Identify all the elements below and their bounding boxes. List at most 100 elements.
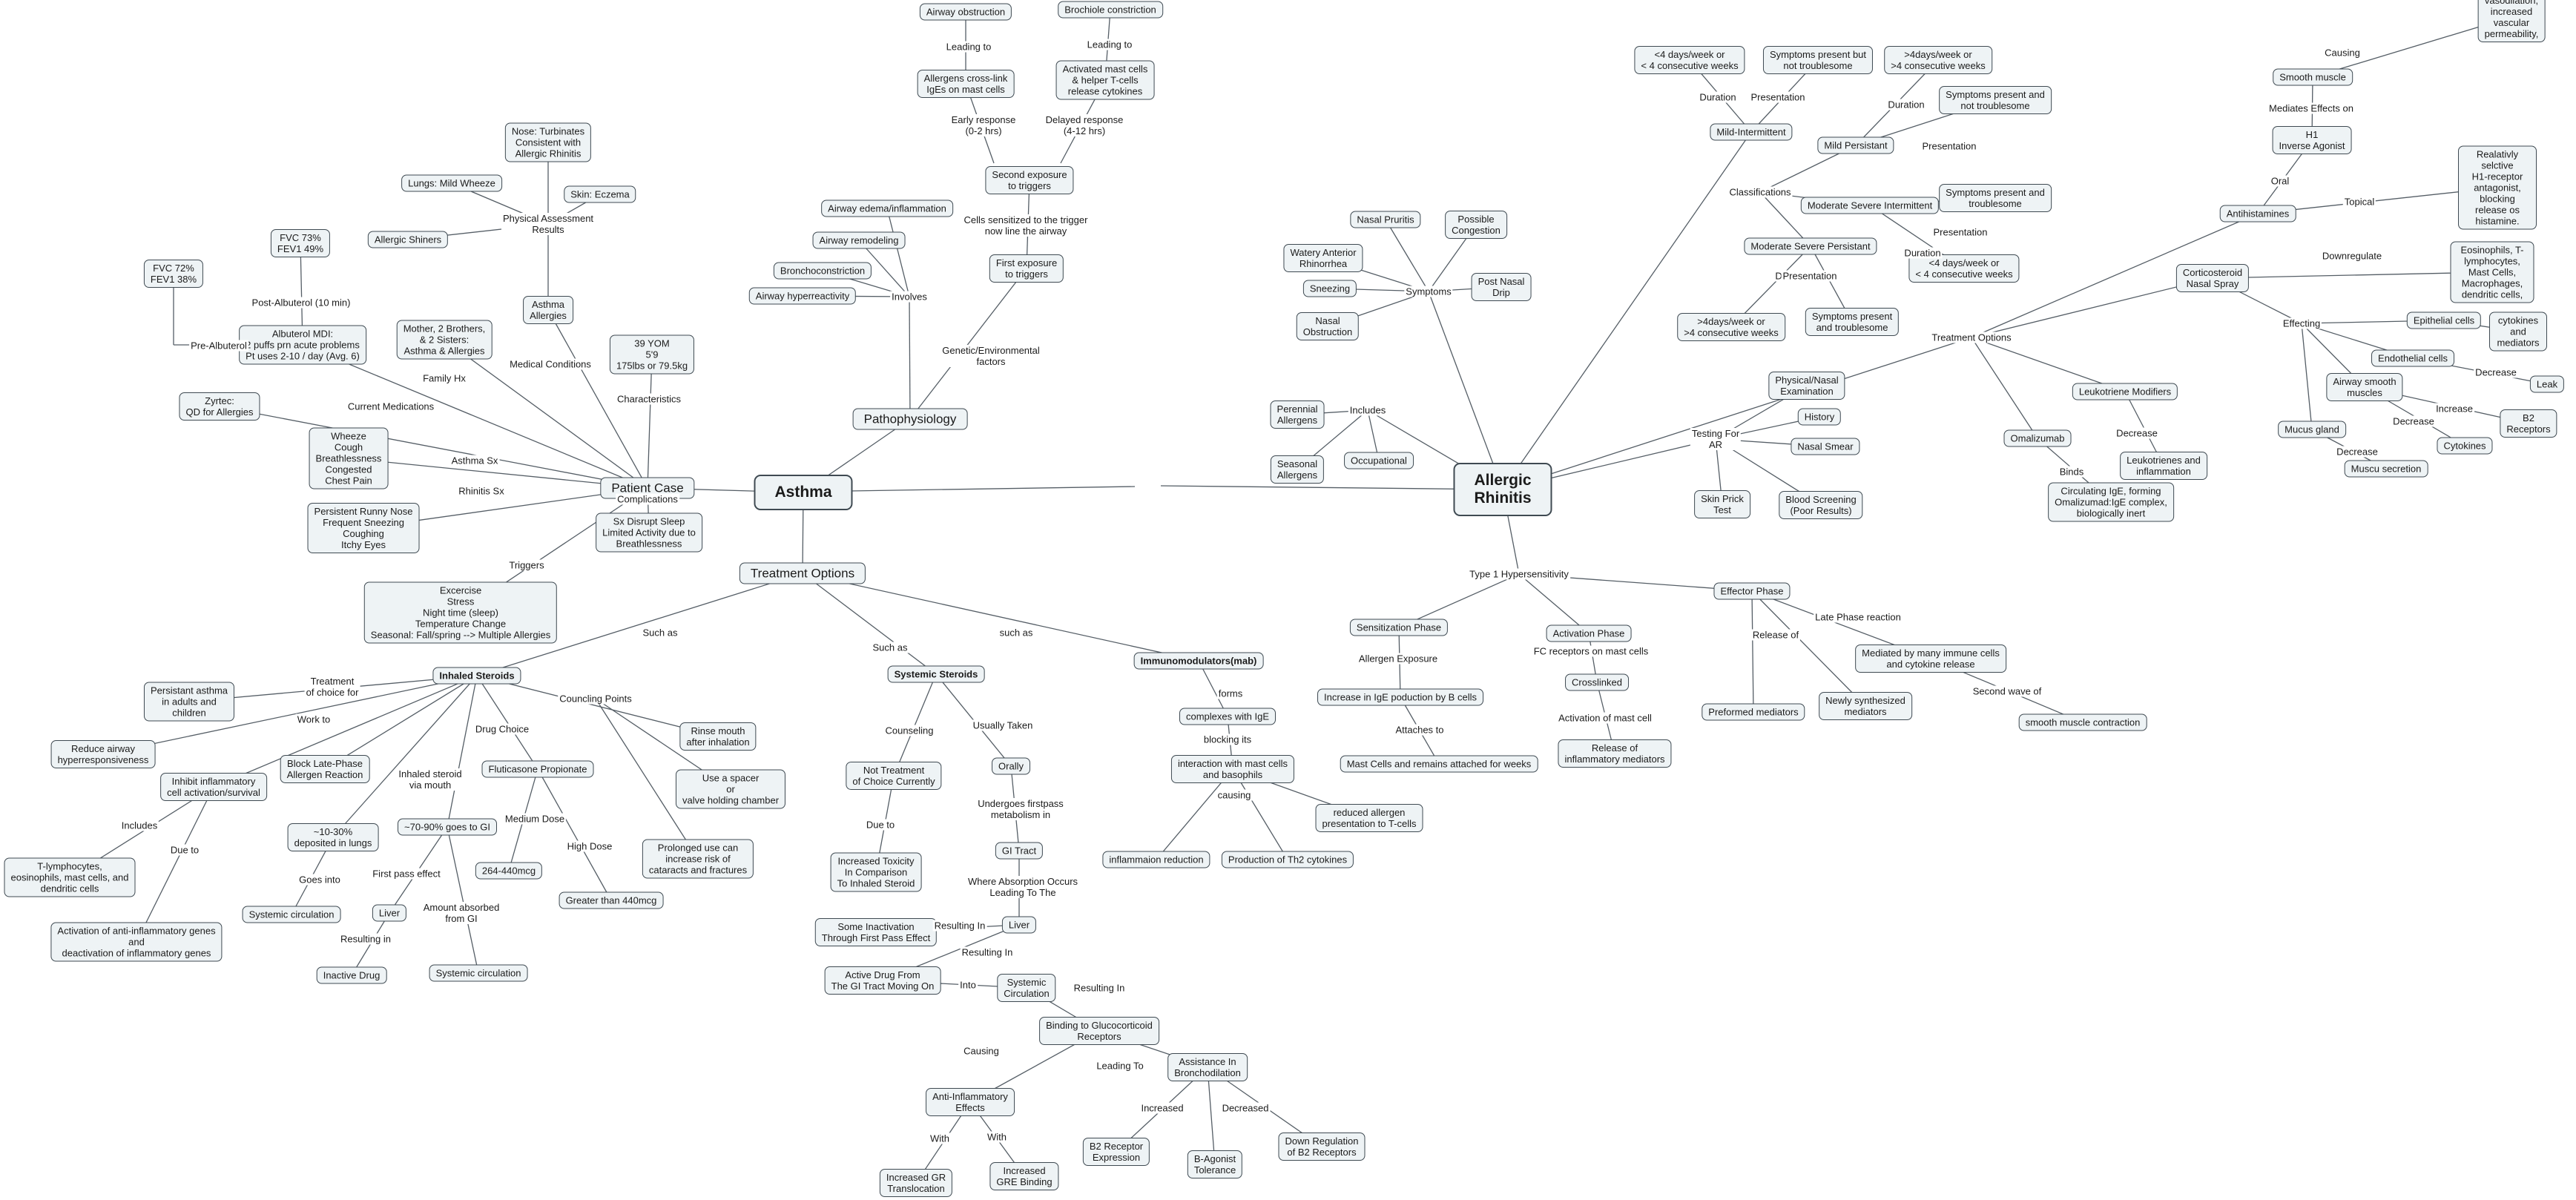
yom39-node[interactable]: 39 YOM 5'9 175lbs or 79.5kg (609, 334, 695, 375)
mast-cells-attached-node[interactable]: Mast Cells and remains attached for week… (1340, 755, 1538, 773)
circulating-ige-node[interactable]: Circulating IgE, forming Omalizumad:IgE … (2048, 482, 2174, 522)
activation-anti-inflammatory-node[interactable]: Activation of anti-inflammatory genes an… (50, 922, 223, 962)
assistance-bronchodilation-node[interactable]: Assistance In Bronchodilation (1167, 1053, 1248, 1081)
gt4-days-node[interactable]: >4days/week or >4 consecutive weeks (1884, 46, 1992, 74)
systemic-circulation-node[interactable]: Systemic circulation (429, 964, 528, 982)
symptoms-troublesome-node[interactable]: Symptoms present and troublesome (1939, 184, 2052, 212)
skin-eczema-node[interactable]: Skin: Eczema (564, 185, 636, 203)
leak-node[interactable]: Leak (2529, 375, 2565, 393)
increase-ige-production-node[interactable]: Increase in IgE poduction by B cells (1317, 688, 1483, 706)
down-regulation-b2-node[interactable]: Down Regulation of B2 Receptors (1278, 1133, 1366, 1161)
wheeze-list-node[interactable]: Wheeze Cough Breathlessness Congested Ch… (309, 427, 389, 489)
lt4-days-node[interactable]: <4 days/week or < 4 consecutive weeks (1634, 46, 1745, 74)
b2-receptor-expression-node[interactable]: B2 Receptor Expression (1082, 1138, 1150, 1166)
increased-gre-binding-node[interactable]: Increased GRE Binding (989, 1162, 1059, 1190)
airway-hyperreactivity-node[interactable]: Airway hyperreactivity (748, 287, 857, 305)
nasal-obstruction-node[interactable]: Nasal Obstruction (1296, 312, 1360, 340)
inactive-drug-node[interactable]: Inactive Drug (316, 966, 387, 984)
h1-inverse-agonist-node[interactable]: H1 Inverse Agonist (2272, 126, 2352, 154)
moderate-severe-persistant-node[interactable]: Moderate Severe Persistant (1744, 237, 1877, 255)
physical-nasal-exam-node[interactable]: Physical/Nasal Examination (1768, 372, 1845, 400)
second-exposure-node[interactable]: Second exposure to triggers (985, 166, 1074, 194)
t-lymphocytes-node[interactable]: T-lymphocytes, eosinophils, mast cells, … (4, 857, 136, 897)
blood-screening-node[interactable]: Blood Screening (Poor Results) (1779, 491, 1863, 519)
prolonged-use-node[interactable]: Prolonged use can increase risk of catar… (642, 839, 754, 879)
fvc73-node[interactable]: FVC 73% FEV1 49% (270, 229, 331, 257)
interaction-mast-node[interactable]: interaction with mast cells and basophil… (1170, 755, 1295, 783)
endothelial-cells-node[interactable]: Endothelial cells (2371, 349, 2454, 367)
inhibit-inflammatory-node[interactable]: Inhibit inflammatory cell activation/sur… (160, 773, 267, 801)
pct-70-90-node[interactable]: ~70-90% goes to GI (398, 818, 497, 836)
anti-inflammatory-effects-node[interactable]: Anti-Inflammatory Effects (926, 1088, 1015, 1116)
systemic-circulation-node[interactable]: Systemic Circulation (997, 974, 1056, 1002)
vasodilation-node[interactable]: vasodilation, increased vascular permeab… (2477, 0, 2546, 42)
systemic-circulation-node[interactable]: Systemic circulation (242, 906, 341, 923)
allergic-shiners-node[interactable]: Allergic Shiners (367, 231, 449, 248)
watery-rhinorrhea-node[interactable]: Watery Anterior Rhinorrhea (1283, 244, 1363, 272)
activation-phase-node[interactable]: Activation Phase (1546, 624, 1632, 642)
leukotrienes-inflammation-node[interactable]: Leukotrienes and inflammation (2120, 452, 2207, 480)
rinse-mouth-node[interactable]: Rinse mouth after inhalation (679, 722, 757, 751)
bronchiole-constriction-node[interactable]: Brochiole constriction (1058, 1, 1163, 19)
immunomodulators-node[interactable]: Immunomodulators(mab) (1133, 652, 1264, 670)
block-late-phase-node[interactable]: Block Late-Phase Allergen Reaction (280, 755, 370, 783)
complexes-ige-node[interactable]: complexes with IgE (1179, 708, 1276, 725)
lt4-days-node[interactable]: <4 days/week or < 4 consecutive weeks (1908, 254, 2020, 283)
pathophysiology-node[interactable]: Pathophysiology (852, 408, 968, 430)
occupational-node[interactable]: Occupational (1344, 452, 1414, 469)
liver-node[interactable]: Liver (1001, 916, 1037, 934)
gi-tract-node[interactable]: GI Tract (995, 842, 1044, 860)
epithelial-cells-node[interactable]: Epithelial cells (2406, 311, 2482, 329)
symptoms-not-troublesome-node[interactable]: Symptoms present and not troublesome (1939, 86, 2052, 114)
possible-congestion-node[interactable]: Possible Congestion (1445, 211, 1507, 239)
airway-obstruction-node[interactable]: Airway obstruction (919, 3, 1012, 21)
smooth-muscle-node[interactable]: Smooth muscle (2273, 68, 2353, 86)
omalizumab-node[interactable]: Omalizumab (2003, 429, 2072, 447)
gt4-days-node[interactable]: >4days/week or >4 consecutive weeks (1677, 313, 1785, 341)
bronchoconstriction-node[interactable]: Bronchoconstriction (773, 262, 872, 280)
perennial-allergens-node[interactable]: Perennial Allergens (1270, 400, 1325, 429)
inflammation-reduction-node[interactable]: inflammaion reduction (1102, 851, 1210, 868)
some-inactivation-node[interactable]: Some Inactivation Through First Pass Eff… (814, 918, 938, 946)
reduced-allergen-node[interactable]: reduced allergen presentation to T-cells (1315, 804, 1423, 832)
treatment-options-node[interactable]: Treatment Options (739, 562, 866, 584)
symptoms-not-troublesome-node[interactable]: Symptoms present but not troublesome (1762, 46, 1874, 74)
mild-persistant-node[interactable]: Mild Persistant (1817, 136, 1894, 154)
allergic-rhinitis-node[interactable]: Allergic Rhinitis (1453, 463, 1552, 516)
pct-10-30-node[interactable]: ~10-30% deposited in lungs (287, 823, 379, 851)
post-nasal-drip-node[interactable]: Post Nasal Drip (1471, 273, 1532, 301)
fluticasone-node[interactable]: Fluticasone Propionate (481, 760, 594, 778)
first-exposure-node[interactable]: First exposure to triggers (989, 254, 1064, 283)
symptoms-troublesome-node[interactable]: Symptoms present and troublesome (1805, 308, 1900, 336)
antihistamines-node[interactable]: Antihistamines (2219, 205, 2296, 222)
cytokines-mediators-node[interactable]: cytokines and mediators (2489, 311, 2547, 352)
orally-node[interactable]: Orally (992, 757, 1030, 775)
runny-nose-list-node[interactable]: Persistent Runny Nose Frequent Sneezing … (307, 503, 420, 553)
mediated-immune-cells-node[interactable]: Mediated by many immune cells and cytoki… (1855, 644, 2006, 673)
zyrtec-node[interactable]: Zyrtec: QD for Allergies (179, 392, 260, 421)
muscu-secretion-node[interactable]: Muscu secretion (2344, 460, 2428, 478)
nasal-smear-node[interactable]: Nasal Smear (1791, 438, 1860, 455)
binding-glucocorticoid-node[interactable]: Binding to Glucocorticoid Receptors (1039, 1017, 1159, 1045)
systemic-steroids-node[interactable]: Systemic Steroids (887, 665, 985, 683)
moderate-severe-intermittent-node[interactable]: Moderate Severe Intermittent (1800, 197, 1940, 214)
dose-264-node[interactable]: 264-440mcg (475, 862, 543, 880)
newly-synthesized-node[interactable]: Newly synthesized mediators (1819, 692, 1912, 720)
preformed-mediators-node[interactable]: Preformed mediators (1702, 703, 1805, 721)
nasal-pruritis-node[interactable]: Nasal Pruritis (1350, 211, 1421, 228)
eosinophils-list-node[interactable]: Eosinophils, T-lymphocytes, Mast Cells, … (2450, 241, 2534, 303)
b2-receptors-node[interactable]: B2 Receptors (2500, 409, 2557, 438)
leukotriene-modifiers-node[interactable]: Leukotriene Modifiers (2072, 383, 2178, 400)
lungs-wheeze-node[interactable]: Lungs: Mild Wheeze (401, 174, 502, 192)
activated-mast-cells-node[interactable]: Activated mast cells & helper T-cells re… (1055, 60, 1155, 100)
active-drug-node[interactable]: Active Drug From The GI Tract Moving On (824, 966, 941, 995)
smooth-muscle-contraction-node[interactable]: smooth muscle contraction (2018, 713, 2147, 731)
asthma-node[interactable]: Asthma (754, 475, 853, 510)
mother-brothers-node[interactable]: Mother, 2 Brothers, & 2 Sisters: Asthma … (396, 320, 493, 360)
persistant-asthma-node[interactable]: Persistant asthma in adults and children (143, 682, 235, 722)
greater-440-node[interactable]: Greater than 440mcg (559, 891, 664, 909)
airway-edema-node[interactable]: Airway edema/inflammation (821, 200, 953, 217)
skin-prick-test-node[interactable]: Skin Prick Test (1694, 490, 1750, 518)
seasonal-allergens-node[interactable]: Seasonal Allergens (1270, 455, 1325, 484)
allergens-crosslink-node[interactable]: Allergens cross-link IgEs on mast cells (917, 70, 1015, 98)
